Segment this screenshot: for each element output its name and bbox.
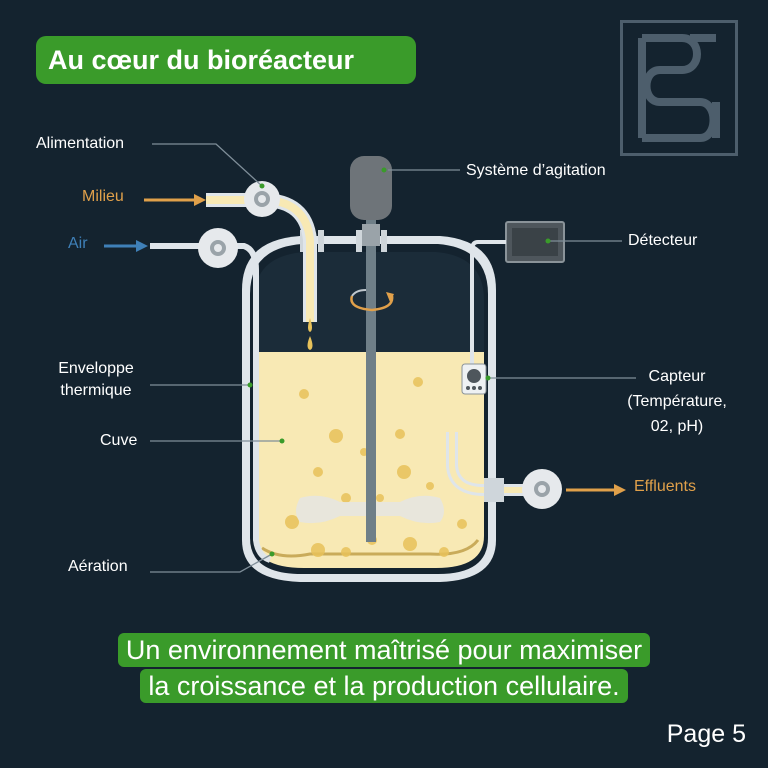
label-detecteur: Détecteur bbox=[628, 232, 698, 249]
caption-line1: Un environnement maîtrisé pour maximiser bbox=[117, 633, 651, 667]
caption: Un environnement maîtrisé pour maximiser… bbox=[60, 632, 708, 704]
agitator-shaft bbox=[366, 206, 376, 542]
label-aeration: Aération bbox=[68, 558, 128, 575]
label-enveloppe: Enveloppe thermique bbox=[48, 358, 144, 402]
agitator-motor bbox=[350, 156, 392, 220]
page-title: Au cœur du bioréacteur bbox=[36, 36, 416, 84]
label-agitation: Système d’agitation bbox=[466, 162, 606, 179]
label-cuve: Cuve bbox=[100, 432, 138, 449]
label-air: Air bbox=[68, 235, 88, 252]
leader-lines bbox=[150, 143, 636, 573]
label-capteur-line1: Capteur bbox=[648, 368, 706, 385]
label-enveloppe-line2: thermique bbox=[60, 382, 132, 399]
label-alimentation: Alimentation bbox=[36, 135, 125, 152]
page-number: Page 5 bbox=[666, 720, 746, 748]
label-effluents: Effluents bbox=[634, 478, 696, 495]
label-capteur-line3: 02, pH) bbox=[650, 418, 704, 435]
label-enveloppe-line1: Enveloppe bbox=[58, 360, 134, 377]
brand-logo bbox=[620, 20, 738, 156]
label-milieu: Milieu bbox=[82, 188, 124, 205]
air-pipe bbox=[150, 243, 272, 563]
label-capteur-line2: (Température, bbox=[627, 393, 727, 410]
label-capteur: Capteur (Température, 02, pH) bbox=[612, 364, 742, 439]
caption-line2: la croissance et la production cellulair… bbox=[140, 669, 628, 703]
rotation-arrow bbox=[350, 295, 394, 312]
